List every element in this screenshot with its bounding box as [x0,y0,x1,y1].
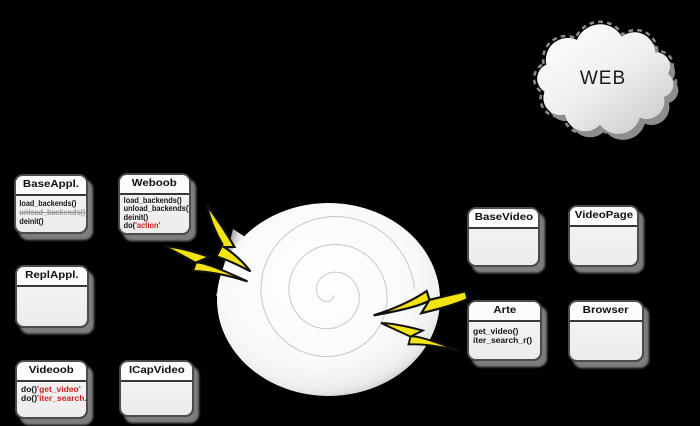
svg-text:WEB: WEB [580,68,626,89]
